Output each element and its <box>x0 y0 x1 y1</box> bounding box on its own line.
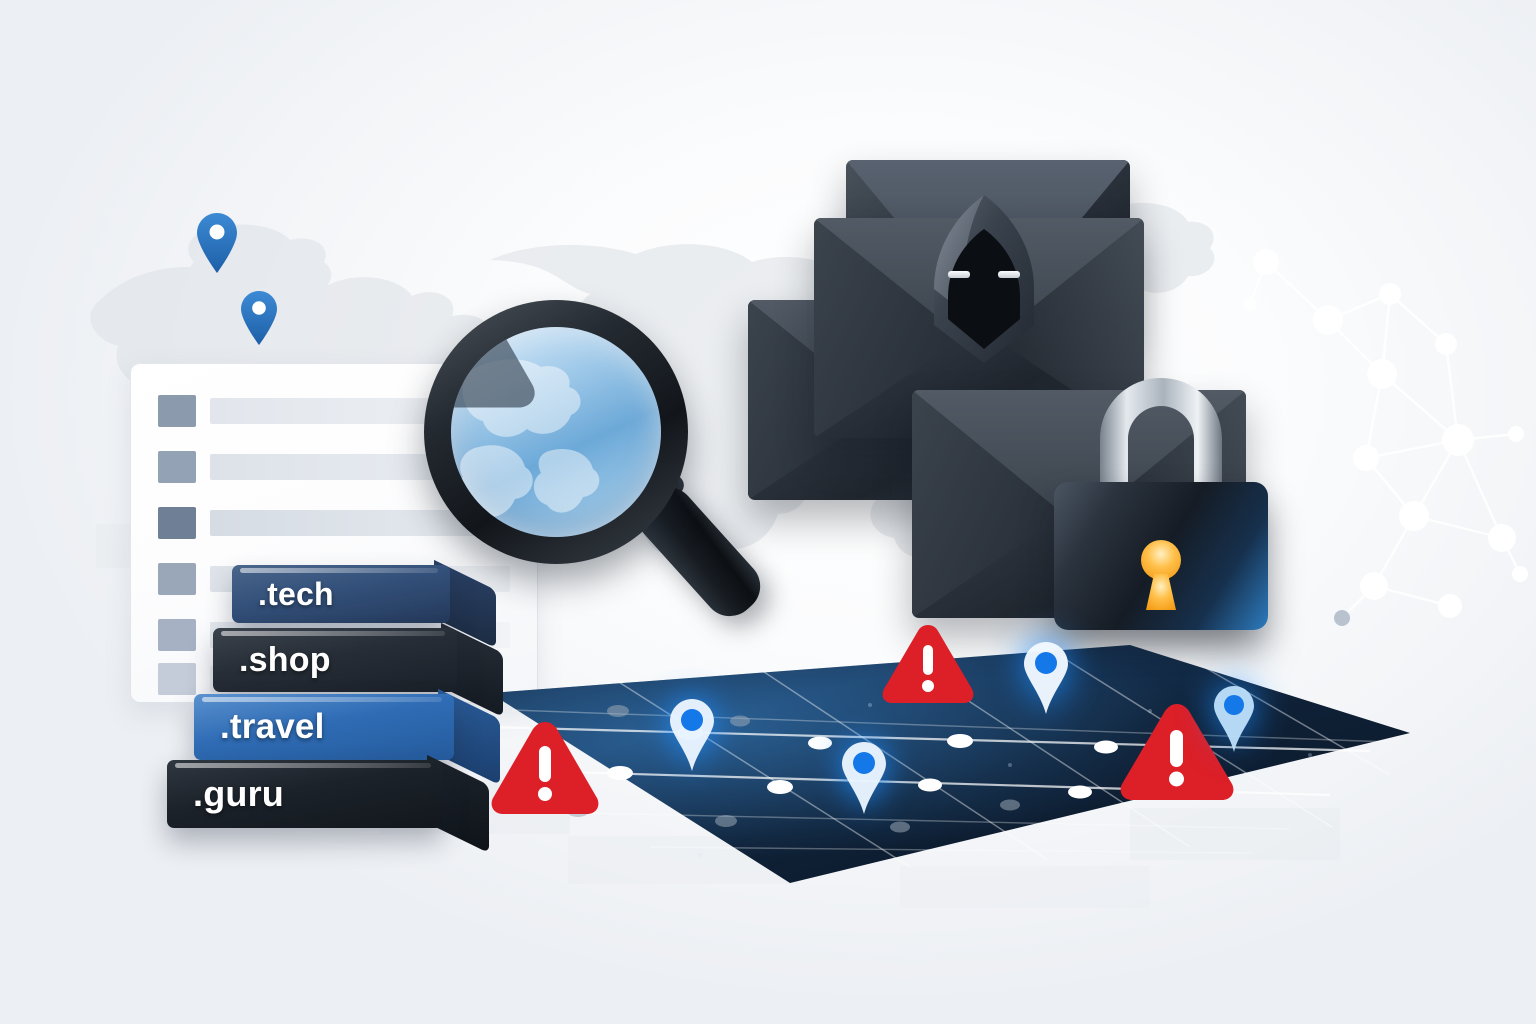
map-pin-north[interactable] <box>196 212 238 274</box>
grid-pin-4[interactable] <box>1212 684 1256 754</box>
warning-triangle-icon <box>451 327 535 408</box>
padlock-shackle <box>1100 378 1222 500</box>
tld-block-shop[interactable]: .shop <box>213 622 503 718</box>
tld-label: .shop <box>239 640 331 679</box>
eye-left <box>948 271 970 278</box>
network-node-graph <box>1228 238 1536 658</box>
checkbox-square[interactable] <box>158 451 196 483</box>
tld-block-face: .tech <box>232 565 450 623</box>
tld-block-face: .travel <box>194 694 454 760</box>
padlock-body <box>1054 482 1268 630</box>
checkbox-square[interactable] <box>158 619 196 651</box>
checkbox-square[interactable] <box>158 663 196 695</box>
checkbox-square[interactable] <box>158 507 196 539</box>
tld-label: .travel <box>220 707 325 746</box>
grid-warning-3[interactable] <box>1118 700 1236 804</box>
grid-pin-2[interactable] <box>840 740 888 816</box>
checkbox-square[interactable] <box>158 395 196 427</box>
grid-warning-2[interactable] <box>880 621 976 707</box>
magnifying-glass-with-warning[interactable] <box>424 300 771 627</box>
tld-block-guru[interactable]: .guru <box>167 754 489 854</box>
grid-pin-3[interactable] <box>1022 640 1070 716</box>
anonymous-hooded-figure <box>908 193 1060 365</box>
tld-label: .tech <box>258 575 334 612</box>
checkbox-square[interactable] <box>158 563 196 595</box>
grid-warning-1[interactable] <box>489 718 601 818</box>
floor-slab-4 <box>900 866 1150 908</box>
grid-pin-1[interactable] <box>668 697 716 773</box>
map-pin-south[interactable] <box>240 290 278 346</box>
tld-block-face: .guru <box>167 760 443 828</box>
floor-slab-3 <box>1130 808 1340 860</box>
magnifier-lens <box>451 327 661 537</box>
tld-block-face: .shop <box>213 628 457 692</box>
keyhole-icon <box>1141 540 1181 610</box>
tld-block-tech[interactable]: .tech <box>232 559 496 649</box>
padlock-icon[interactable] <box>1044 372 1278 630</box>
eye-right <box>998 271 1020 278</box>
tld-label: .guru <box>193 773 284 814</box>
tld-block-travel[interactable]: .travel <box>194 688 500 786</box>
